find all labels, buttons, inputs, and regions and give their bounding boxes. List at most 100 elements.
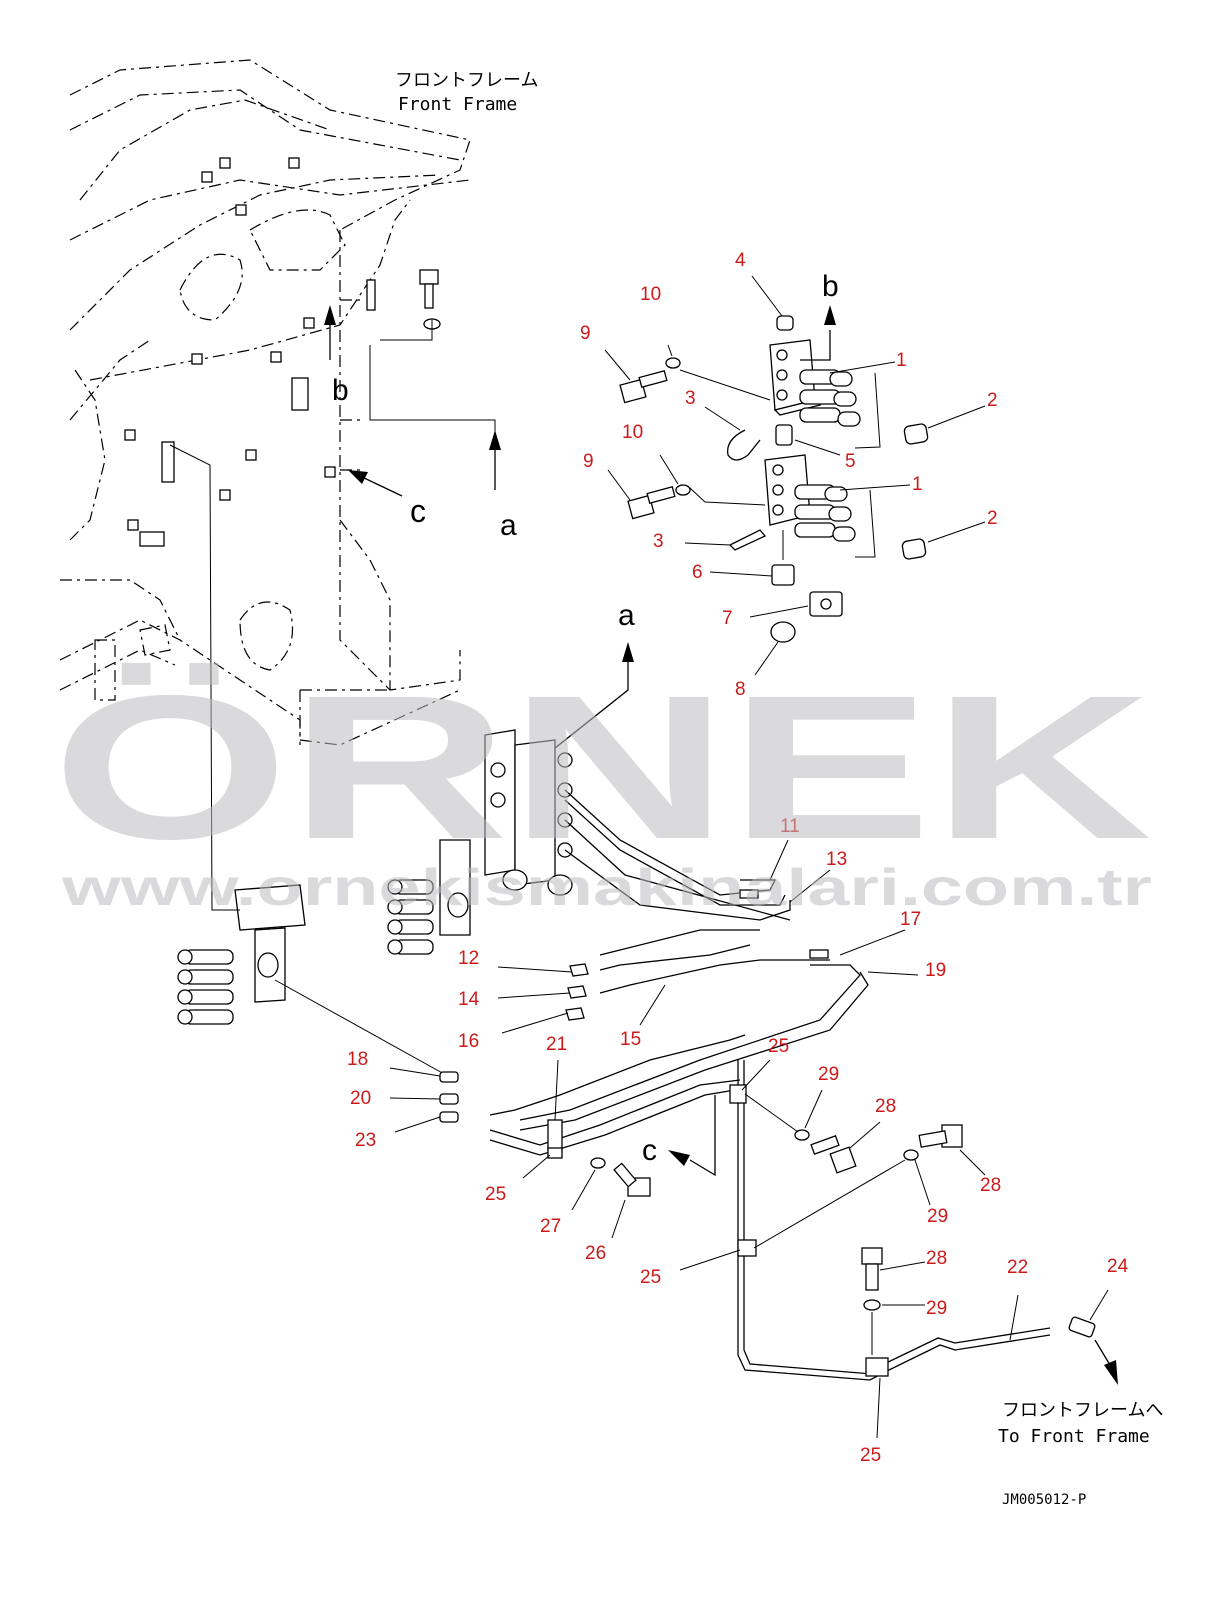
- fittings-12-14-16: [565, 963, 589, 1021]
- callout-25-mid: 25: [640, 1267, 661, 1288]
- callout-2-lower: 2: [987, 508, 998, 529]
- callout-29-lower: 29: [926, 1298, 947, 1319]
- valve-bank-left: [177, 884, 306, 1025]
- callout-9-lower: 9: [583, 451, 594, 472]
- callout-5: 5: [845, 451, 856, 472]
- bolt-9-upper: [619, 370, 668, 404]
- view-marker-a-right: a: [618, 599, 635, 632]
- washer-29-right: [903, 1149, 919, 1161]
- callout-2-upper: 2: [987, 390, 998, 411]
- view-b-arrow-right: [824, 305, 836, 325]
- valve-bank-middle: [387, 839, 471, 955]
- washer-29-upper: [794, 1129, 810, 1141]
- watermark: ÖRNEK www.ornekismakinalari.com.tr: [52, 653, 1152, 917]
- connector-24: [1068, 1316, 1096, 1338]
- grease-valve-lower: [764, 454, 856, 542]
- adapter-8: [770, 621, 796, 643]
- callout-28-right: 28: [980, 1175, 1001, 1196]
- callout-15: 15: [620, 1029, 641, 1050]
- callout-23: 23: [355, 1130, 376, 1151]
- clamp-25-mid: [737, 1239, 757, 1257]
- callout-27: 27: [540, 1216, 561, 1237]
- fittings-18-20-23: [439, 1071, 459, 1123]
- bolt-26: [613, 1162, 651, 1197]
- clamp-25-bottom: [865, 1357, 889, 1377]
- callout-28-lower: 28: [926, 1248, 947, 1269]
- leader-lines: [389, 275, 1109, 1439]
- washer-10-lower: [675, 484, 691, 496]
- manifold-center: [484, 729, 573, 896]
- spring-pin-3-lower: [728, 529, 767, 551]
- callout-10-lower: 10: [622, 422, 643, 443]
- washer-27: [590, 1157, 606, 1169]
- view-b-arrow: [324, 305, 336, 325]
- bolt-28-lower: [861, 1247, 883, 1291]
- clamp-21: [547, 1119, 563, 1151]
- callout-9-upper: 9: [580, 323, 591, 344]
- callout-25-top: 25: [768, 1036, 789, 1057]
- callout-24: 24: [1107, 1256, 1129, 1277]
- callout-18: 18: [347, 1049, 368, 1070]
- callout-10-upper: 10: [640, 284, 661, 305]
- callout-20: 20: [350, 1088, 371, 1109]
- front-frame-outline: [59, 59, 471, 746]
- bolt-28-right: [918, 1124, 963, 1148]
- view-marker-b: b: [332, 374, 349, 407]
- watermark-brand: ÖRNEK: [52, 653, 1152, 882]
- callout-6: 6: [692, 562, 703, 583]
- callout-14: 14: [458, 989, 480, 1010]
- spring-pin-3-upper: [726, 429, 761, 461]
- washer-29-lower: [863, 1299, 881, 1311]
- elbow-6: [771, 564, 795, 586]
- view-a-arrow-top: [489, 430, 501, 450]
- front-frame-label-en: Front Frame: [398, 94, 517, 115]
- cap-4: [776, 315, 794, 331]
- plug-2-lower: [901, 538, 927, 560]
- view-c-arrow-top: [348, 470, 368, 484]
- callout-16: 16: [458, 1031, 479, 1052]
- to-frame-label-jp: フロントフレームへ: [1002, 1400, 1163, 1421]
- frame-bolt: [419, 269, 441, 330]
- callout-11: 11: [780, 816, 800, 837]
- callout-4: 4: [735, 250, 746, 271]
- to-front-frame-arrow: [1104, 1360, 1118, 1385]
- plug-2-upper: [903, 423, 929, 445]
- drawing-code: JM005012-P: [1002, 1492, 1086, 1508]
- callout-28-upper: 28: [875, 1096, 896, 1117]
- frame-bosses: [124, 157, 376, 547]
- callout-8: 8: [735, 679, 746, 700]
- callouts: 1 1 2 2 3 3 4 5 6 7 8 9 9 10 10 11 12 13…: [347, 250, 1129, 1466]
- bolt-9-lower: [627, 486, 676, 520]
- callout-13: 13: [826, 849, 847, 870]
- callout-17: 17: [900, 909, 921, 930]
- front-frame-label-jp: フロントフレーム: [395, 70, 538, 91]
- callout-25-bottom: 25: [860, 1445, 881, 1466]
- view-c-arrow-lower: [668, 1150, 690, 1166]
- callout-3-upper: 3: [685, 388, 696, 409]
- view-marker-b-right: b: [822, 270, 839, 303]
- clamp-25-left: [547, 1147, 563, 1159]
- bolt-28-upper: [810, 1135, 857, 1174]
- fitting-5: [775, 424, 793, 446]
- washer-10-upper: [665, 357, 681, 369]
- to-frame-label-en: To Front Frame: [998, 1426, 1150, 1447]
- callout-26: 26: [585, 1243, 606, 1264]
- callout-21: 21: [546, 1034, 567, 1055]
- callout-7: 7: [722, 608, 733, 629]
- callout-1-upper: 1: [896, 350, 907, 371]
- view-marker-c-lower: c: [642, 1134, 657, 1167]
- view-marker-a: a: [500, 509, 517, 542]
- callout-29-right: 29: [927, 1206, 948, 1227]
- callout-25-left: 25: [485, 1184, 506, 1205]
- callout-12: 12: [458, 948, 479, 969]
- view-marker-c: c: [410, 493, 426, 529]
- callout-19: 19: [925, 960, 946, 981]
- view-a-arrow-right: [622, 642, 634, 662]
- block-7: [809, 591, 843, 617]
- grease-valve-upper: [769, 339, 861, 427]
- callout-1-lower: 1: [912, 474, 923, 495]
- tube-bundle: [489, 789, 869, 1156]
- callout-29-upper: 29: [818, 1064, 839, 1085]
